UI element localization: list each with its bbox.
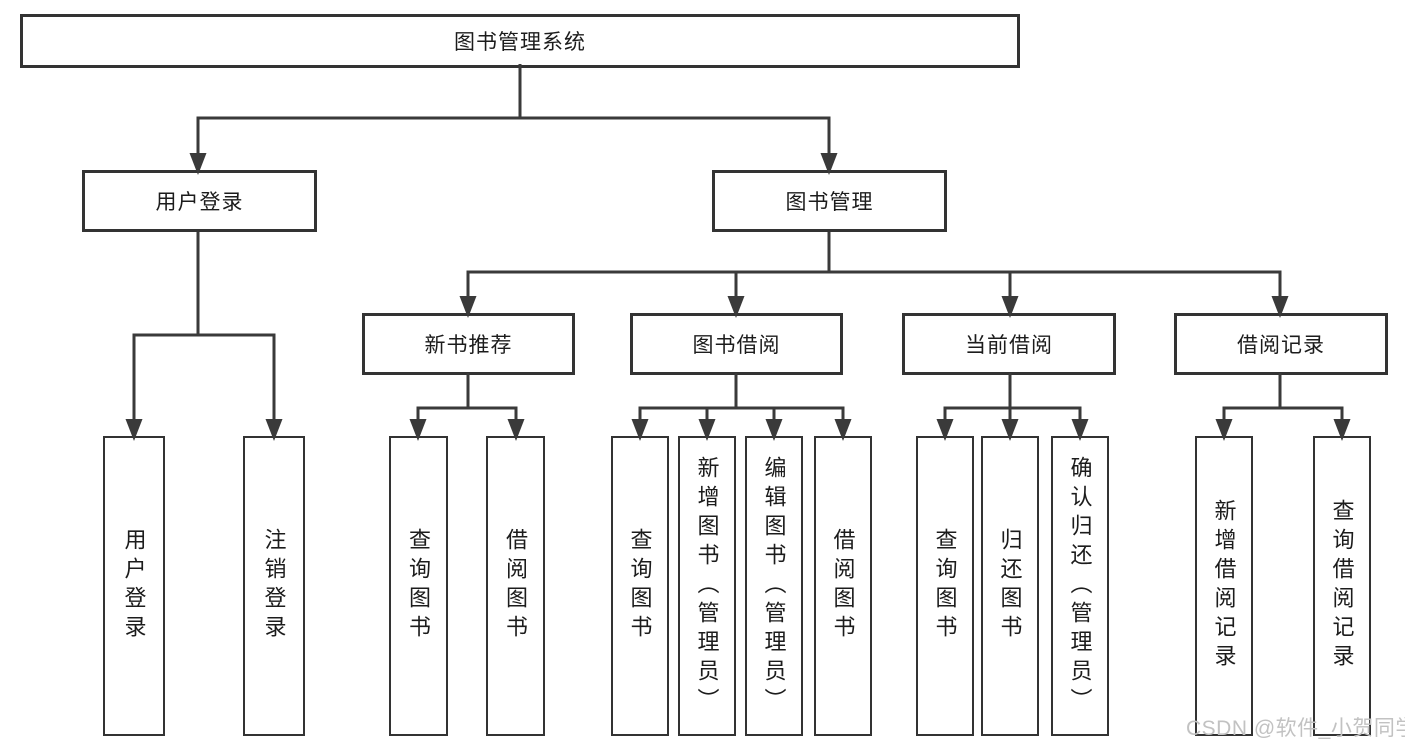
leaf-newbooks-query-label: 查询图书 xyxy=(406,528,432,644)
leaf-newbooks-borrow-label: 借阅图书 xyxy=(503,528,529,644)
node-borrow-records-label: 借阅记录 xyxy=(1237,334,1325,357)
connector-records-to-leaves xyxy=(1222,373,1344,431)
node-user-login-label: 用户登录 xyxy=(155,191,244,214)
leaf-user-login: 用户登录 xyxy=(103,436,165,736)
leaf-records-add-label: 新增借阅记录 xyxy=(1211,499,1237,673)
node-root: 图书管理系统 xyxy=(20,14,1020,68)
connector-currentborrow-to-leaves xyxy=(943,373,1082,431)
node-book-management-label: 图书管理 xyxy=(785,191,874,214)
leaf-user-login-label: 用户登录 xyxy=(121,528,147,644)
csdn-watermark: CSDN @软件_小贺同学 xyxy=(1186,717,1405,740)
node-borrow-records: 借阅记录 xyxy=(1174,313,1388,375)
connector-bookmgmt-to-level3 xyxy=(466,232,1282,308)
node-root-label: 图书管理系统 xyxy=(454,31,586,54)
node-new-books-label: 新书推荐 xyxy=(424,334,513,357)
node-user-login: 用户登录 xyxy=(82,170,317,232)
leaf-records-query: 查询借阅记录 xyxy=(1313,436,1371,736)
leaf-borrow-edit-label: 编辑图书（管理员） xyxy=(761,455,787,717)
leaf-current-confirm-label: 确认归还（管理员） xyxy=(1067,455,1093,717)
leaf-records-query-label: 查询借阅记录 xyxy=(1329,499,1355,673)
node-current-borrow: 当前借阅 xyxy=(902,313,1116,375)
leaf-borrow-query-label: 查询图书 xyxy=(627,528,653,644)
node-current-borrow-label: 当前借阅 xyxy=(965,334,1053,357)
connector-paths xyxy=(132,64,1344,431)
connector-root-to-level2 xyxy=(196,64,831,168)
leaf-borrow-edit: 编辑图书（管理员） xyxy=(745,436,803,736)
leaf-borrow-borrow-label: 借阅图书 xyxy=(830,528,856,644)
connector-bookborrow-to-leaves xyxy=(638,373,845,431)
leaf-current-confirm: 确认归还（管理员） xyxy=(1051,436,1109,736)
node-book-borrow: 图书借阅 xyxy=(630,313,843,375)
leaf-current-query-label: 查询图书 xyxy=(932,528,958,644)
leaf-current-return-label: 归还图书 xyxy=(997,528,1023,644)
leaf-newbooks-borrow: 借阅图书 xyxy=(486,436,545,736)
leaf-records-add: 新增借阅记录 xyxy=(1195,436,1253,736)
connector-userlogin-to-leaves xyxy=(132,232,276,431)
connector-newbooks-to-leaves xyxy=(416,373,518,431)
node-new-books: 新书推荐 xyxy=(362,313,575,375)
leaf-borrow-query: 查询图书 xyxy=(611,436,669,736)
node-book-management: 图书管理 xyxy=(712,170,947,232)
leaf-newbooks-query: 查询图书 xyxy=(389,436,448,736)
node-book-borrow-label: 图书借阅 xyxy=(692,334,781,357)
leaf-borrow-borrow: 借阅图书 xyxy=(814,436,872,736)
leaf-logout-label: 注销登录 xyxy=(261,528,287,644)
leaf-current-query: 查询图书 xyxy=(916,436,974,736)
leaf-borrow-add: 新增图书（管理员） xyxy=(678,436,736,736)
leaf-current-return: 归还图书 xyxy=(981,436,1039,736)
leaf-borrow-add-label: 新增图书（管理员） xyxy=(694,455,720,717)
leaf-logout: 注销登录 xyxy=(243,436,305,736)
